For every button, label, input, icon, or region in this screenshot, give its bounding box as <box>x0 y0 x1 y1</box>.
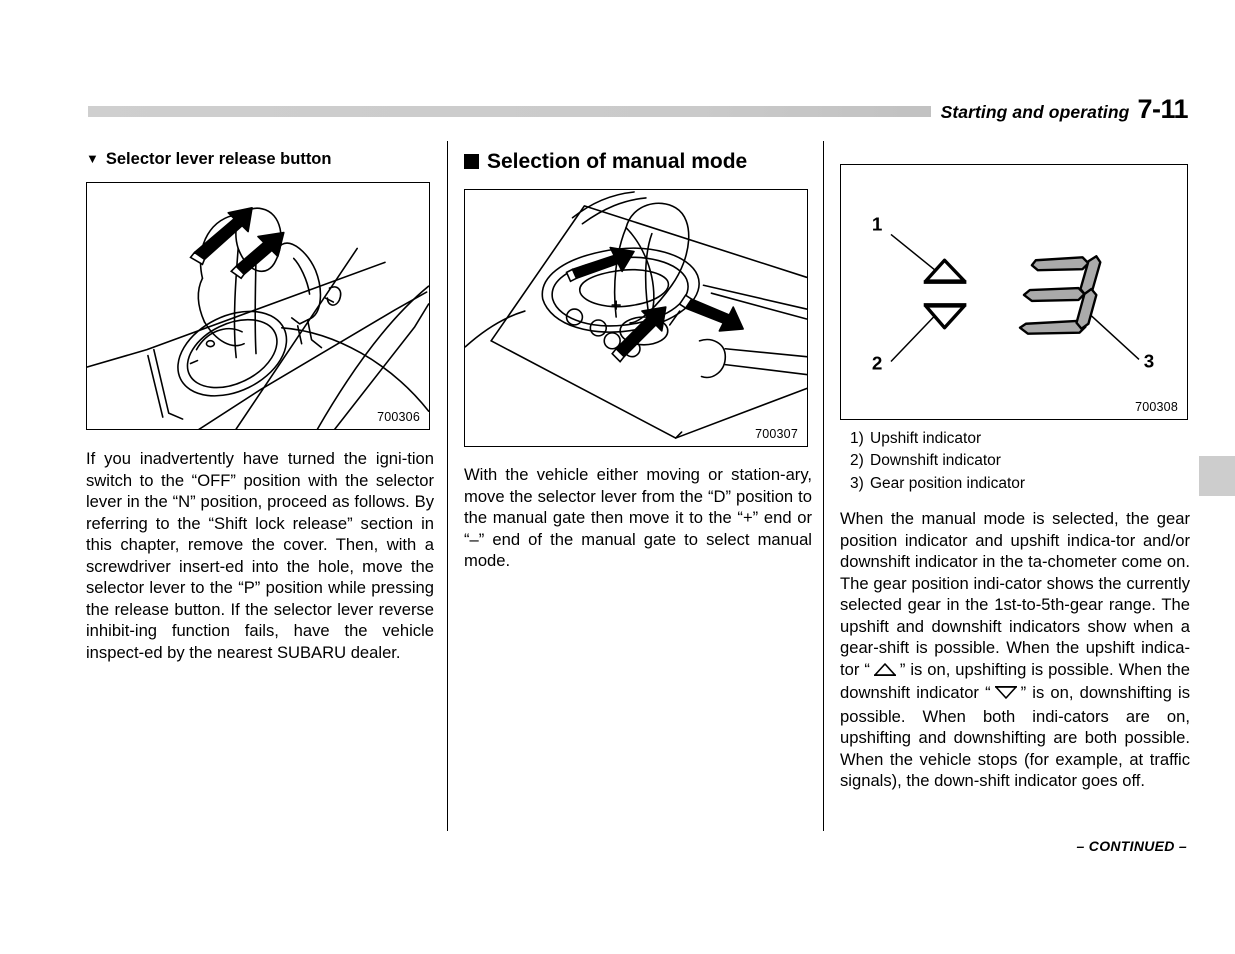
chapter-thumb-tab <box>1199 456 1235 496</box>
legend-number: 3) <box>850 474 864 492</box>
legend-label: Downshift indicator <box>870 452 1001 470</box>
legend-number: 2) <box>850 452 864 470</box>
heading-text: Selector lever release button <box>105 150 332 168</box>
right-body-part-1: When the manual mode is selected, the ge… <box>840 509 1190 679</box>
page-number: 7-11 <box>1137 94 1188 124</box>
right-body-text: When the manual mode is selected, the ge… <box>840 508 1190 791</box>
heading-selector-lever-release-button: ▼ Selector lever release button <box>86 150 434 168</box>
column-divider-right <box>823 141 824 831</box>
list-item: 3) Gear position indicator <box>840 473 1190 495</box>
downshift-triangle-icon <box>923 303 967 330</box>
header-text: Starting and operating 7-11 <box>930 94 1188 130</box>
legend-label: Gear position indicator <box>870 474 1026 492</box>
legend-number: 1) <box>850 430 864 447</box>
list-item: 2) Downshift indicator <box>840 450 1190 472</box>
figure-shift-indicators: 1 2 3 <box>840 164 1188 420</box>
callout-1: 1 <box>872 213 882 234</box>
square-bullet-icon <box>464 154 479 170</box>
right-body-part-3: ” is on, downshifting is possible. When … <box>840 683 1191 791</box>
middle-body-text: With the vehicle either moving or statio… <box>464 465 812 571</box>
triangle-bullet-icon: ▼ <box>86 150 99 166</box>
callout-3: 3 <box>1144 350 1154 371</box>
indicator-legend-list: 1) Upshift indicator 2) Downshift indica… <box>840 428 1190 495</box>
column-middle: Selection of manual mode <box>464 150 812 572</box>
page-header: Starting and operating 7-11 <box>88 96 1188 130</box>
left-body-text: If you inadvertently have turned the ign… <box>86 449 434 662</box>
list-item: 1) Upshift indicator <box>840 428 1190 450</box>
column-right: 1 2 3 <box>840 164 1190 792</box>
upshift-triangle-inline-icon <box>873 661 897 682</box>
selector-lever-release-button-illustration <box>87 207 429 430</box>
figure-id: 700307 <box>755 427 798 442</box>
header-rule-bar <box>88 106 1188 117</box>
manual-gate-selector-illustration <box>465 191 807 439</box>
column-left: ▼ Selector lever release button <box>86 150 434 663</box>
heading-selection-of-manual-mode: Selection of manual mode <box>464 150 812 173</box>
callout-2: 2 <box>872 352 882 373</box>
upshift-triangle-icon <box>923 258 967 284</box>
gear-position-digit <box>1018 255 1102 335</box>
figure-manual-gate: 700307 <box>464 189 808 448</box>
column-divider-left <box>447 141 448 831</box>
shift-indicator-illustration: 1 2 3 <box>872 213 1154 373</box>
legend-label: Upshift indicator <box>870 430 982 447</box>
figure-id: 700308 <box>1135 400 1178 414</box>
figure-id: 700306 <box>377 410 420 425</box>
figure-selector-lever-release-button: 700306 <box>86 182 430 431</box>
header-section-title: Starting and operating <box>940 102 1130 122</box>
footer-continued: – CONTINUED – <box>1076 838 1187 854</box>
downshift-triangle-inline-icon <box>994 684 1018 705</box>
right-body-part-2: ” is on, upshifting is possible. When th… <box>840 659 1190 703</box>
heading-text: Selection of manual mode <box>487 150 748 173</box>
